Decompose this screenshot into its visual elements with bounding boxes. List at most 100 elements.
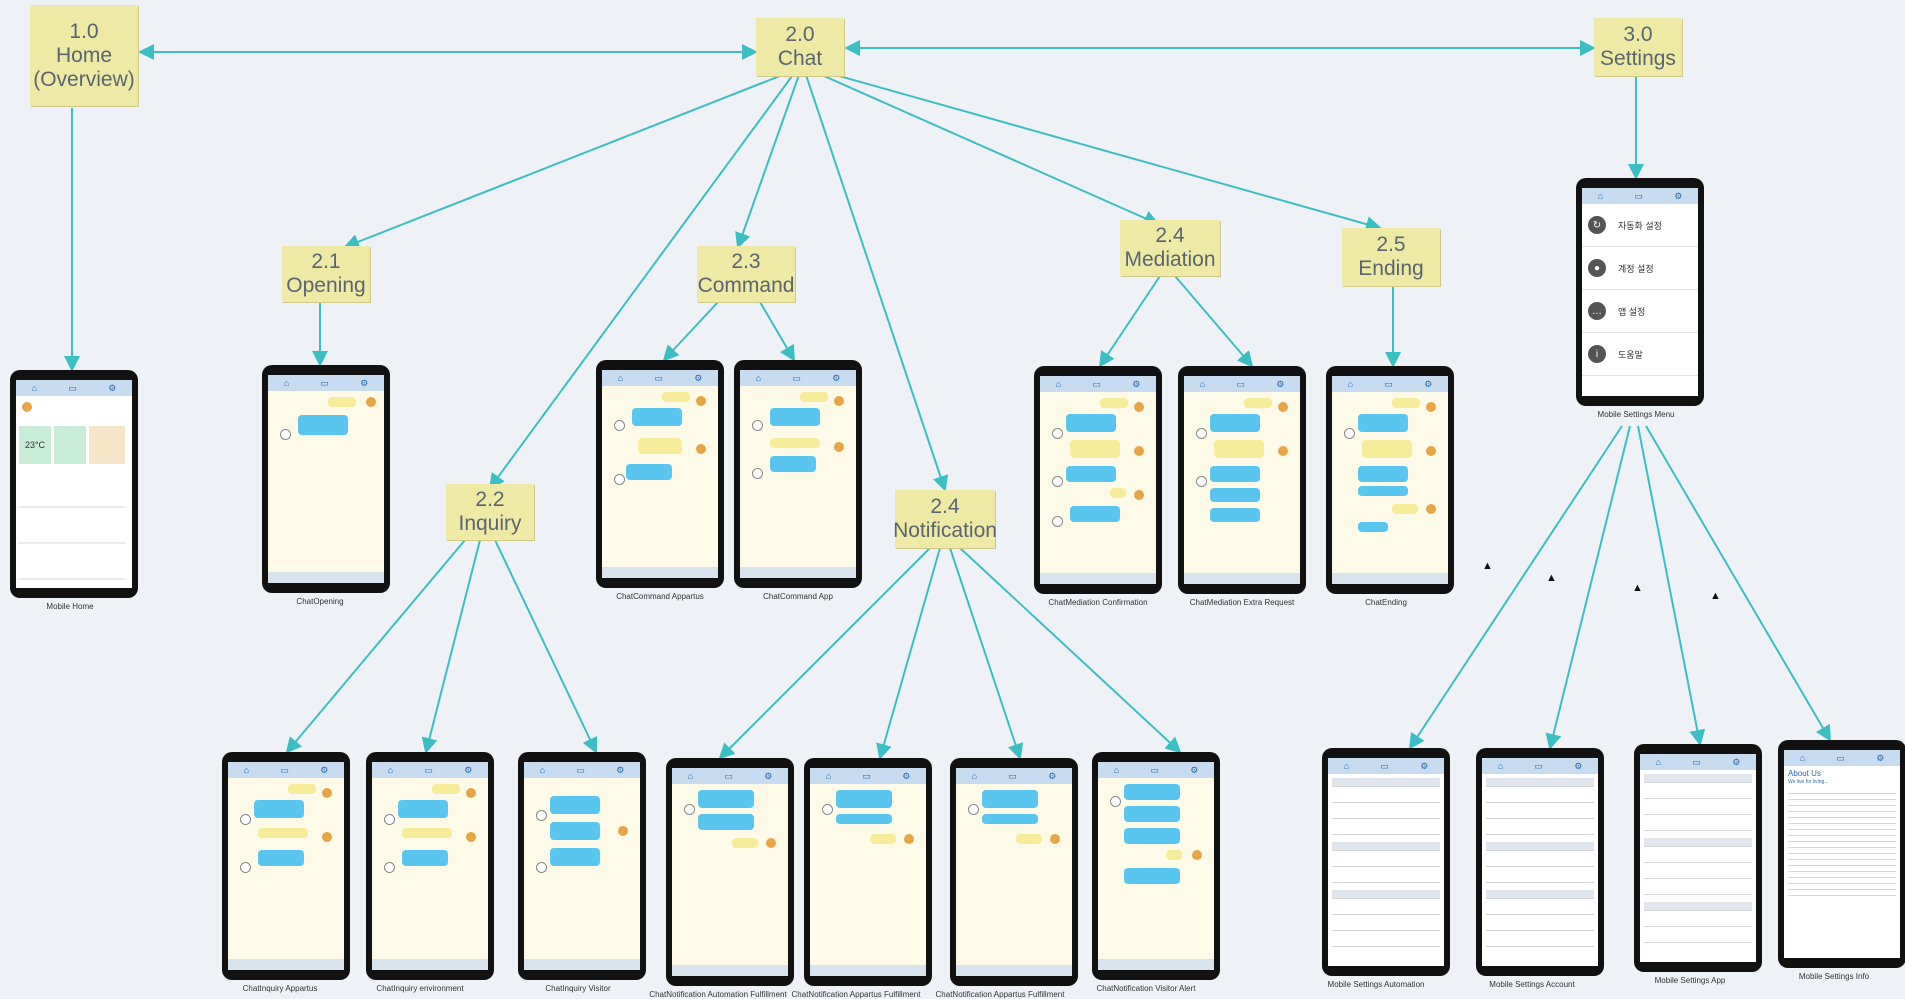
- node-subtitle: (Overview): [33, 67, 135, 91]
- node-mediation[interactable]: 2.4 Mediation: [1120, 220, 1220, 276]
- screen-chat-inquiry-environment[interactable]: ⌂▭⚙: [366, 752, 494, 980]
- home-icon: ⌂: [617, 373, 624, 383]
- screen-chat-mediation-extra-request[interactable]: ⌂ ▭ ⚙: [1178, 366, 1306, 594]
- screen-chat-notification-appartus-2[interactable]: ⌂▭⚙: [950, 758, 1078, 986]
- screen-caption: Mobile Home: [46, 602, 94, 611]
- warning-icon: ▲: [1546, 572, 1557, 584]
- screen-mobile-settings-automation[interactable]: ⌂▭⚙: [1322, 748, 1450, 976]
- screen-chat-command-appartus[interactable]: ⌂▭⚙: [596, 360, 724, 588]
- gear-icon: ⚙: [1276, 378, 1285, 389]
- screen-caption: ChatCommand App: [763, 592, 833, 601]
- gear-icon: ⚙: [764, 770, 773, 781]
- home-icon: ⌂: [243, 765, 250, 775]
- chat-icon: ▭: [1836, 752, 1845, 763]
- screen-chat-inquiry-visitor[interactable]: ⌂▭⚙: [518, 752, 646, 980]
- chat-icon: ▭: [1380, 760, 1389, 771]
- screen-caption: Mobile Settings Menu: [1597, 410, 1675, 419]
- node-ending[interactable]: 2.5 Ending: [1342, 228, 1440, 286]
- node-command[interactable]: 2.3 Command: [697, 246, 795, 302]
- node-number: 2.5: [1376, 233, 1406, 256]
- screen-chat-ending[interactable]: ⌂▭⚙: [1326, 366, 1454, 594]
- node-title: Command: [697, 274, 795, 297]
- chat-icon: ▭: [724, 770, 733, 781]
- chat-icon: ▭: [1236, 378, 1245, 389]
- home-icon: ⌂: [1055, 379, 1062, 389]
- node-title: Opening: [286, 274, 366, 297]
- home-icon: ⌂: [1199, 379, 1206, 389]
- node-title: Chat: [777, 47, 823, 70]
- chat-icon: ▭: [654, 372, 663, 383]
- node-number: 2.3: [731, 250, 761, 273]
- home-icon: ⌂: [31, 383, 38, 393]
- home-icon: ⌂: [283, 378, 290, 388]
- screen-caption: ChatCommand Appartus: [616, 592, 704, 601]
- chat-icon: ▭: [792, 372, 801, 383]
- chat-icon: ▭: [1534, 760, 1543, 771]
- screen-mobile-home[interactable]: ⌂▭⚙ 23°C: [10, 370, 138, 598]
- node-title: Mediation: [1124, 248, 1216, 271]
- screen-mobile-settings-account[interactable]: ⌂▭⚙: [1476, 748, 1604, 976]
- node-opening[interactable]: 2.1 Opening: [282, 246, 370, 302]
- menu-app[interactable]: …앱 설정: [1582, 290, 1698, 333]
- node-title: Settings: [1600, 47, 1676, 70]
- node-notification[interactable]: 2.4 Notification: [893, 490, 997, 548]
- screen-caption: Mobile Settings Info: [1798, 972, 1870, 981]
- gear-icon: ⚙: [1674, 190, 1683, 201]
- gear-icon: ⚙: [1132, 378, 1141, 389]
- gear-icon: ⚙: [1876, 752, 1885, 763]
- menu-automation[interactable]: ↻자동화 설정: [1582, 204, 1698, 247]
- node-settings[interactable]: 3.0 Settings: [1594, 18, 1682, 76]
- screen-chat-inquiry-appartus[interactable]: ⌂▭⚙: [222, 752, 350, 980]
- screen-chat-notification-appartus-1[interactable]: ⌂▭⚙: [804, 758, 932, 986]
- node-chat[interactable]: 2.0 Chat: [756, 18, 844, 76]
- screen-caption: ChatNotification Visitor Alert: [1096, 984, 1196, 993]
- menu-account[interactable]: ●계정 설정: [1582, 247, 1698, 290]
- screen-chat-command-app[interactable]: ⌂▭⚙: [734, 360, 862, 588]
- node-home-overview[interactable]: 1.0 Home (Overview): [30, 5, 138, 106]
- refresh-icon: ↻: [1588, 216, 1606, 234]
- node-title: Notification: [893, 519, 997, 542]
- gear-icon: ⚙: [1420, 760, 1429, 771]
- screen-mobile-settings-info[interactable]: ⌂▭⚙ About Us We live for living...: [1778, 740, 1905, 968]
- screen-caption: ChatInquiry Visitor: [545, 984, 611, 993]
- home-icon: ⌂: [825, 771, 832, 781]
- screen-caption: ChatNotification Appartus Fulfillment: [791, 990, 921, 999]
- screen-chat-mediation-confirmation[interactable]: ⌂▭⚙: [1034, 366, 1162, 594]
- tab-bar: ⌂▭⚙: [16, 380, 132, 396]
- screen-caption: ChatInquiry Appartus: [242, 984, 318, 993]
- screen-chat-opening[interactable]: ⌂▭⚙: [262, 365, 390, 593]
- screen-caption: ChatNotification Automation Fulfillment: [649, 990, 787, 999]
- settings-list: [1486, 778, 1594, 954]
- screen-chat-notification-automation[interactable]: ⌂ ▭ ⚙: [666, 758, 794, 986]
- about-subheading: We live for living...: [1788, 779, 1829, 785]
- node-number: 1.0: [69, 19, 99, 43]
- gear-icon: ⚙: [1574, 760, 1583, 771]
- gear-icon: ⚙: [1424, 378, 1433, 389]
- gear-icon: ⚙: [108, 382, 117, 393]
- gear-icon: ⚙: [1190, 764, 1199, 775]
- screen-chat-notification-visitor[interactable]: ⌂▭⚙: [1092, 752, 1220, 980]
- home-icon: ⌂: [687, 771, 694, 781]
- screen-caption: Mobile Settings App: [1654, 976, 1726, 985]
- gear-icon: ⚙: [1732, 756, 1741, 767]
- node-inquiry[interactable]: 2.2 Inquiry: [446, 484, 534, 540]
- gear-icon: ⚙: [320, 764, 329, 775]
- chat-icon: ▭: [576, 764, 585, 775]
- gear-icon: ⚙: [464, 764, 473, 775]
- screen-caption: ChatNotification Appartus Fulfillment: [935, 990, 1065, 999]
- user-icon: ●: [1588, 259, 1606, 277]
- screen-caption: ChatEnding: [1365, 598, 1407, 607]
- chat-icon: ▭: [320, 377, 329, 388]
- node-number: 2.0: [785, 23, 815, 46]
- home-icon: ⌂: [755, 373, 762, 383]
- node-title: Ending: [1358, 257, 1424, 280]
- home-icon: ⌂: [971, 771, 978, 781]
- message-icon: …: [1588, 302, 1606, 320]
- gear-icon: ⚙: [1048, 770, 1057, 781]
- node-number: 2.1: [311, 250, 341, 273]
- home-icon: ⌂: [1597, 191, 1604, 201]
- screen-mobile-settings-app[interactable]: ⌂▭⚙: [1634, 744, 1762, 972]
